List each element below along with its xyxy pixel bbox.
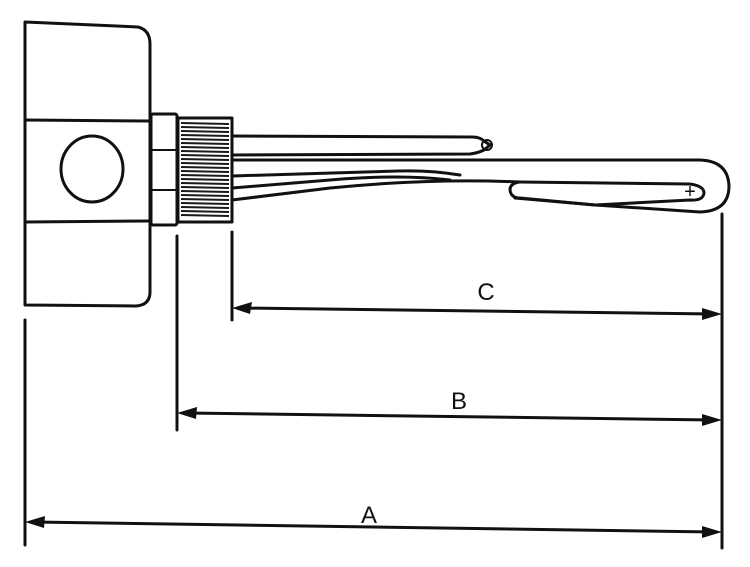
cable-entry-hole — [59, 134, 125, 204]
dimension-label-a: A — [361, 502, 377, 529]
thread-line — [180, 182, 230, 185]
thread-line — [180, 178, 230, 181]
dimension-line-b — [177, 407, 722, 426]
dimension-label-c: C — [477, 279, 494, 306]
threaded-boss — [176, 116, 234, 224]
thread-line — [180, 146, 230, 149]
thread-line — [180, 150, 230, 153]
thread-line — [180, 126, 230, 129]
thread-line — [180, 190, 230, 193]
thread-line — [180, 202, 230, 205]
thread-line — [180, 194, 230, 197]
thread-line — [180, 138, 230, 141]
terminal-housing — [23, 20, 152, 308]
thread-line — [180, 206, 230, 209]
thread-line — [180, 210, 230, 213]
element-plus-marker: + — [684, 181, 696, 203]
thermostat-pocket — [230, 134, 493, 157]
thread-line — [180, 122, 230, 125]
heating-element — [230, 158, 731, 214]
thread-line — [180, 142, 230, 145]
thread-line — [180, 214, 230, 217]
hex-nut — [149, 112, 179, 227]
dimension-line-c — [232, 302, 722, 320]
thread-line — [180, 134, 230, 137]
extension-lines — [23, 212, 724, 550]
thread-line — [180, 158, 230, 161]
thread-line — [180, 162, 230, 165]
thread-line — [180, 154, 230, 157]
thread-line — [180, 198, 230, 201]
dimension-label-b: B — [451, 388, 467, 415]
dimension-line-a — [25, 516, 722, 538]
thread-lines — [180, 122, 230, 217]
thread-line — [180, 170, 230, 173]
thread-line — [180, 166, 230, 169]
thread-line — [180, 174, 230, 177]
thread-line — [180, 186, 230, 189]
thread-line — [180, 130, 230, 133]
